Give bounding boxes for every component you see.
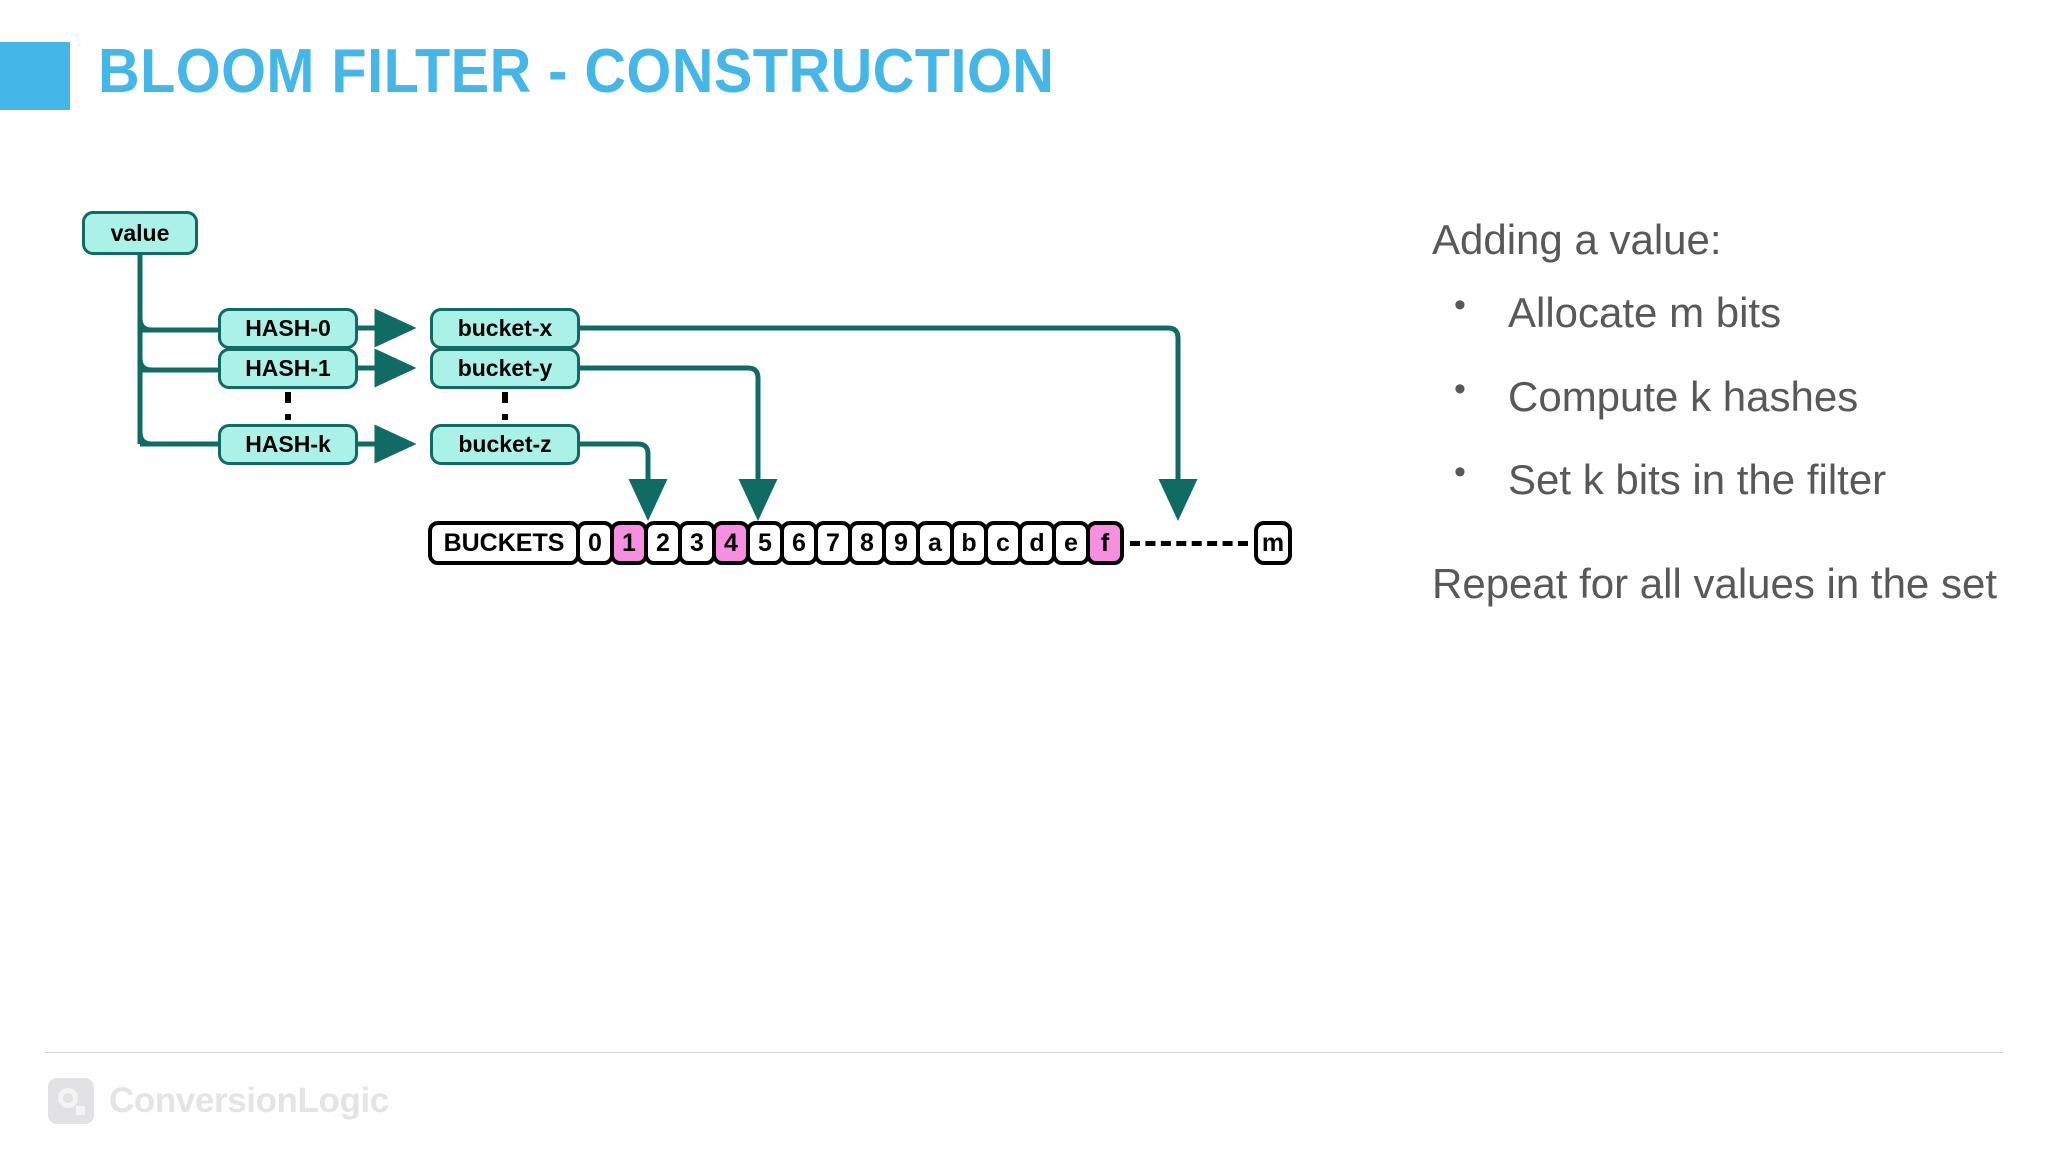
notes-footer-text: Repeat for all values in the set [1432, 559, 1997, 607]
footer-logo: ConversionLogic [48, 1078, 389, 1124]
node-bucket-x[interactable]: bucket-x [430, 308, 580, 349]
bucket-cell-e[interactable]: e [1052, 521, 1090, 565]
notes-bullet-list: Allocate m bits Compute k hashes Set k b… [1446, 283, 2012, 507]
notes-bullet: Allocate m bits [1446, 283, 2012, 340]
bucket-cell-9[interactable]: 9 [882, 521, 920, 565]
bucket-cell-m[interactable]: m [1254, 521, 1292, 565]
node-bucket-z[interactable]: bucket-z [430, 424, 580, 465]
page-title: BLOOM FILTER - CONSTRUCTION [98, 37, 1055, 106]
bucket-cell-2[interactable]: 2 [644, 521, 682, 565]
notes-heading: Adding a value: [1432, 216, 1722, 263]
bucket-cell-b[interactable]: b [950, 521, 988, 565]
bucket-cell-1[interactable]: 1 [610, 521, 648, 565]
node-bucket-y[interactable]: bucket-y [430, 348, 580, 389]
footer-logo-text: ConversionLogic [109, 1081, 389, 1120]
edge-bucket-y-to-cell-4 [580, 365, 778, 522]
bucket-cell-3[interactable]: 3 [678, 521, 716, 565]
title-accent-bar [0, 42, 70, 110]
bucket-cell-f[interactable]: f [1086, 521, 1124, 565]
bucket-cell-c[interactable]: c [984, 521, 1022, 565]
node-hash-0[interactable]: HASH-0 [218, 308, 358, 349]
bucket-cell-4[interactable]: 4 [712, 521, 750, 565]
bucket-cell-a[interactable]: a [916, 521, 954, 565]
node-value[interactable]: value [82, 211, 198, 255]
edge-bucket-z-to-cell-1 [580, 441, 668, 522]
notes-bullet: Compute k hashes [1446, 367, 2012, 424]
node-hash-k[interactable]: HASH-k [218, 424, 358, 465]
bucket-cell-5[interactable]: 5 [746, 521, 784, 565]
notes-panel: Adding a value: Allocate m bits Compute … [1432, 212, 2012, 611]
bucket-array-label: BUCKETS [428, 521, 580, 565]
notes-bullet: Set k bits in the filter [1446, 450, 2012, 507]
bucket-cell-8[interactable]: 8 [848, 521, 886, 565]
bloom-filter-diagram [137, 255, 1198, 522]
bucket-cell-6[interactable]: 6 [780, 521, 818, 565]
bucket-array-dashed-continuation [1130, 540, 1248, 546]
edge-bucket-x-to-cell-f [580, 325, 1198, 522]
footer-divider [45, 1052, 2003, 1053]
bucket-cell-0[interactable]: 0 [576, 521, 614, 565]
conversionlogic-logo-icon [48, 1078, 94, 1124]
bucket-cell-7[interactable]: 7 [814, 521, 852, 565]
node-hash-1[interactable]: HASH-1 [218, 348, 358, 389]
bucket-cell-d[interactable]: d [1018, 521, 1056, 565]
